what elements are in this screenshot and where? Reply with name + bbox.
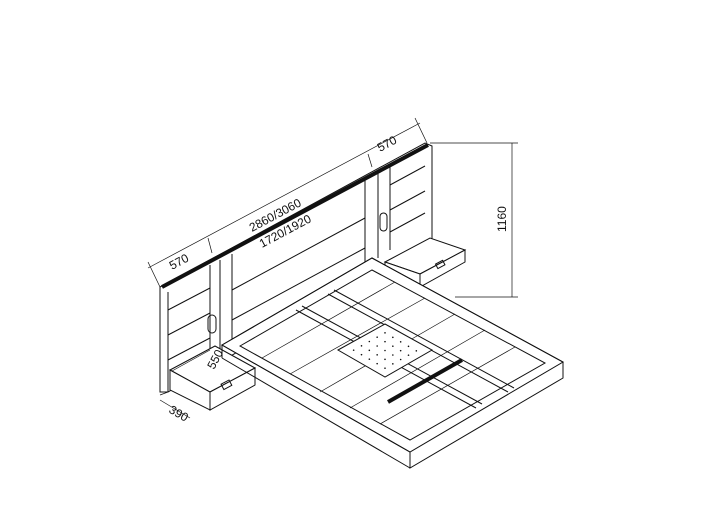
plate-hole bbox=[399, 358, 402, 361]
dimension-lines bbox=[147, 117, 518, 419]
plate-hole bbox=[352, 349, 355, 351]
left-reading-light-icon bbox=[207, 314, 217, 334]
plate-hole bbox=[368, 358, 371, 360]
plate-hole bbox=[392, 354, 394, 356]
plate-hole bbox=[368, 340, 371, 343]
left-nightstand bbox=[168, 345, 257, 411]
plate-hole bbox=[384, 367, 386, 369]
plate-hole bbox=[384, 349, 386, 352]
plate-hole bbox=[384, 340, 386, 343]
plate-hole bbox=[376, 362, 378, 365]
plate-hole bbox=[399, 349, 402, 352]
plate-hole bbox=[407, 354, 410, 356]
plate-hole bbox=[368, 349, 371, 352]
plate-hole bbox=[415, 350, 418, 352]
plate-hole bbox=[384, 358, 386, 361]
left-panel-width-label: 570 bbox=[167, 251, 192, 273]
right-reading-light-icon bbox=[379, 212, 388, 232]
plate-hole bbox=[376, 354, 378, 356]
plate-hole bbox=[392, 363, 394, 365]
plate-hole bbox=[392, 345, 394, 347]
height-label: 1160 bbox=[495, 206, 509, 232]
plate-hole bbox=[376, 336, 378, 338]
plate-hole bbox=[399, 341, 402, 343]
plate-hole bbox=[384, 332, 386, 334]
plate-hole bbox=[360, 353, 363, 356]
plate-hole bbox=[407, 345, 410, 348]
plate-hole bbox=[360, 345, 363, 347]
plate-hole bbox=[392, 336, 394, 339]
headboard bbox=[159, 142, 433, 393]
plate-hole bbox=[376, 345, 378, 347]
